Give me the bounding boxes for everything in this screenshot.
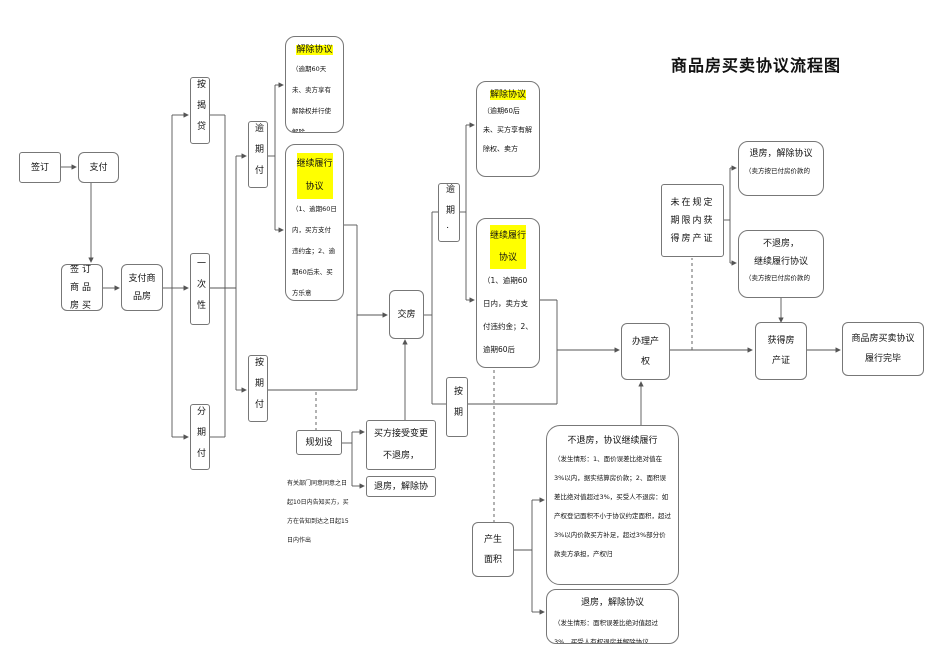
node-pay-house-label: 支付商品房 — [128, 273, 156, 302]
node-pay-house: 支付商品房 — [121, 264, 163, 311]
node-installment-label: 分期付 — [195, 405, 205, 469]
node-sign-label: 签订 — [30, 162, 49, 173]
continue-1-body: （1、逾期60日内，买方支付违约金；2、逾期60后未、买方乐意 — [292, 205, 337, 297]
cancel-1-body: （逾期60天未、卖方享有解除权并行使解除 — [292, 65, 331, 133]
node-area-difference-label: 产生面积 — [483, 534, 502, 565]
node-not-refund-continue: 不退房，协议继续履行 （发生情形：1、面价误差比绝对值在3%以内，据实结算房价款… — [546, 425, 679, 585]
node-sign-contract-label: 签订商品房买 — [69, 264, 94, 311]
node-mortgage-label: 按揭贷 — [195, 79, 205, 142]
node-pay-top-label: 支付 — [89, 162, 108, 173]
not-refund-3-title: 不退房， — [762, 239, 799, 249]
node-apply-title-deed: 办理产权 — [621, 323, 670, 380]
node-not-in-time: 未在规定期限内获得房产证 — [661, 184, 724, 257]
node-on-time-house: 按期 — [446, 377, 468, 437]
cancel-1-title: 解除协议 — [296, 45, 333, 55]
node-buyer-accept-label: 买方接受变更 — [373, 429, 428, 439]
not-refund-3-body: （卖方按已付房价款的 — [745, 274, 810, 282]
page-title: 商品房买卖协议流程图 — [671, 56, 842, 75]
node-overdue-pay-label: 逾期付 — [253, 123, 263, 186]
node-handover-label: 交房 — [397, 309, 416, 320]
node-get-title-deed: 获得房产证 — [755, 322, 807, 380]
node-continue-agreement-1: 继续履行协议 （1、逾期60日内，买方支付违约金；2、逾期60后未、买方乐意 — [285, 144, 344, 301]
plan-change-note: 有关部门同意同意之日起10日内告知买方，买方在告知到达之日起15日内作出 — [287, 480, 349, 544]
node-lump-sum-label: 一次性 — [195, 257, 205, 321]
node-lump-sum: 一次性 — [190, 253, 210, 325]
refund-cancel-3-body: （卖方按已付房价款的 — [745, 167, 810, 175]
node-on-time-house-label: 按期 — [452, 386, 462, 428]
node-refund-cancel-1-label: 退房，解除协 — [373, 481, 428, 492]
refund-cancel-2-title: 退房，解除协议 — [580, 598, 644, 608]
node-buyer-accept: 买方接受变更 不退房， — [366, 420, 436, 470]
node-refund-cancel-3: 退房，解除协议 （卖方按已付房价款的 — [738, 141, 824, 196]
node-not-in-time-label: 未在规定期限内获得房产证 — [670, 197, 715, 244]
node-agreement-complete: 商品房买卖协议履行完毕 — [842, 322, 924, 376]
node-refund-cancel-2: 退房，解除协议 （发生情形：面积误差比绝对值超过3%，买受人有权退房并解除协议 — [546, 589, 679, 644]
refund-cancel-2-body: （发生情形：面积误差比绝对值超过3%，买受人有权退房并解除协议 — [554, 619, 658, 644]
node-area-difference: 产生面积 — [472, 522, 514, 577]
node-not-refund-label: 不退房， — [382, 451, 419, 461]
node-sign: 签订 — [19, 152, 61, 183]
not-refund-continue-body: （发生情形：1、面价误差比绝对值在3%以内，据实结算房价款；2、面积误差比绝对值… — [554, 455, 671, 558]
node-continue-agreement-2: 继续履行协议 （1、逾期60日内，卖方支付违约金；2、逾期60后 — [476, 218, 540, 368]
node-overdue-pay: 逾期付 — [248, 121, 268, 188]
node-refund-cancel-1: 退房，解除协 — [366, 476, 436, 497]
node-sign-contract: 签订商品房买 — [61, 264, 103, 311]
node-cancel-agreement-2: 解除协议 （逾期60后未、买方享有解除权、卖方 — [476, 81, 540, 177]
continue-2-body: （1、逾期60日内，卖方支付违约金；2、逾期60后 — [483, 276, 533, 354]
node-pay-top: 支付 — [78, 152, 119, 183]
node-plan-change-label: 规划设 — [305, 437, 333, 448]
refund-cancel-3-title: 退房，解除协议 — [749, 149, 813, 159]
cancel-2-body: （逾期60后未、买方享有解除权、卖方 — [483, 107, 532, 153]
node-agreement-complete-label: 商品房买卖协议履行完毕 — [851, 334, 915, 364]
node-on-time-pay-label: 按期付 — [253, 357, 263, 420]
not-refund-continue-title: 不退房，协议继续履行 — [567, 436, 658, 446]
node-mortgage: 按揭贷 — [190, 77, 210, 144]
node-handover: 交房 — [389, 290, 424, 339]
continue-1-title: 继续履行协议 — [296, 153, 333, 199]
node-plan-change: 规划设 — [296, 430, 342, 455]
continue-2-title: 继续履行协议 — [490, 225, 526, 269]
node-not-refund-3: 不退房， 继续履行协议 （卖方按已付房价款的 — [738, 230, 824, 298]
node-overdue-house: 逾期. — [438, 183, 460, 242]
cancel-2-title: 解除协议 — [489, 90, 526, 100]
node-cancel-agreement-1: 解除协议 （逾期60天未、卖方享有解除权并行使解除 — [285, 36, 344, 133]
not-refund-3-line2: 继续履行协议 — [753, 257, 808, 267]
node-on-time-pay: 按期付 — [248, 355, 268, 422]
node-overdue-house-label: 逾期. — [444, 184, 454, 241]
node-installment: 分期付 — [190, 404, 210, 470]
node-get-title-deed-label: 获得房产证 — [767, 336, 795, 366]
node-apply-title-deed-label: 办理产权 — [632, 336, 660, 367]
